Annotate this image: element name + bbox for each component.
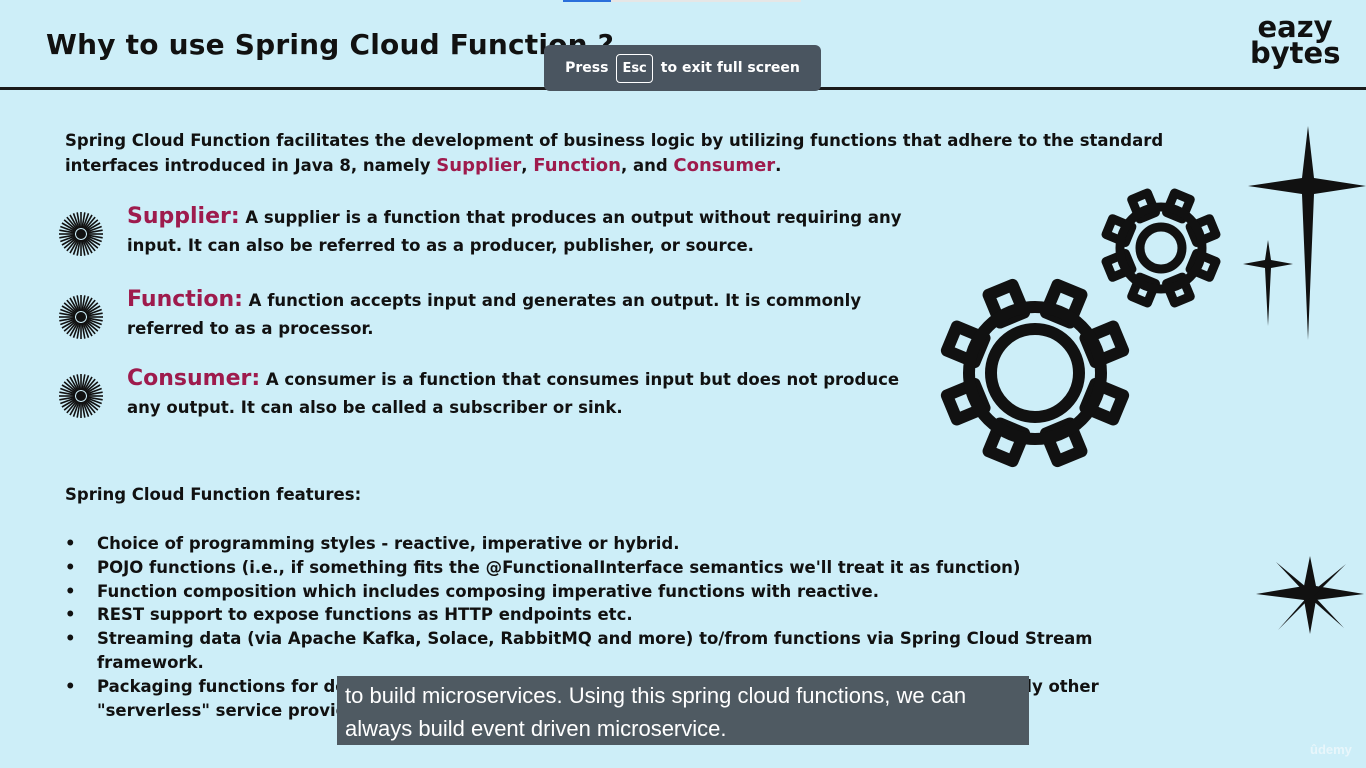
- consumer-text: Consumer: A consumer is a function that …: [127, 365, 937, 422]
- function-term: Function:: [127, 287, 243, 312]
- caption-line-1: to build microservices. Using this sprin…: [345, 683, 967, 708]
- features-heading: Spring Cloud Function features:: [65, 485, 362, 504]
- intro-function: Function: [533, 155, 621, 176]
- consumer-desc: A consumer is a function that consumes i…: [127, 370, 900, 417]
- video-caption: to build microservices. Using this sprin…: [337, 676, 1029, 745]
- bullet-icon: •: [65, 676, 76, 696]
- brand-line-1: eazy: [1257, 10, 1333, 44]
- bullet-icon: •: [65, 557, 76, 577]
- feature-text: Function composition which includes comp…: [97, 581, 879, 601]
- fullscreen-exit-toast: Press Esc to exit full screen: [544, 45, 821, 91]
- intro-text: Spring Cloud Function facilitates the de…: [65, 131, 1164, 175]
- function-text: Function: A function accepts input and g…: [127, 286, 937, 343]
- sparkle-icon: [1248, 126, 1366, 340]
- udemy-watermark: ûdemy: [1310, 742, 1352, 757]
- feature-text: REST support to expose functions as HTTP…: [97, 605, 633, 625]
- list-item: • Function composition which includes com…: [65, 580, 1165, 604]
- intro-suffix: .: [775, 156, 782, 175]
- sparkle-icon: [1256, 556, 1364, 634]
- supplier-desc: A supplier is a function that produces a…: [127, 208, 902, 255]
- toast-message: to exit full screen: [660, 60, 800, 76]
- supplier-term: Supplier:: [127, 204, 240, 229]
- brand-logo: eazy bytes: [1250, 10, 1341, 70]
- gear-icon: [940, 278, 1130, 468]
- consumer-term: Consumer:: [127, 366, 261, 391]
- starburst-icon: [59, 212, 103, 256]
- intro-consumer: Consumer: [673, 155, 776, 176]
- feature-text: Choice of programming styles - reactive,…: [97, 534, 680, 553]
- slide-title: Why to use Spring Cloud Function ?: [46, 28, 615, 61]
- bullet-icon: •: [65, 581, 76, 601]
- gear-icon: [1101, 188, 1221, 308]
- top-progress-bar: [563, 0, 611, 2]
- list-item: • REST support to expose functions as HTT…: [65, 603, 1165, 627]
- top-progress-track: [611, 0, 801, 2]
- feature-text: Streaming data (via Apache Kafka, Solace…: [97, 629, 1093, 672]
- feature-text: POJO functions (i.e., if something fits …: [97, 557, 1021, 577]
- intro-sep-1: ,: [521, 156, 534, 175]
- toast-press-text: Press: [565, 60, 609, 76]
- starburst-icon: [59, 295, 103, 339]
- supplier-text: Supplier: A supplier is a function that …: [127, 203, 937, 260]
- list-item: • POJO functions (i.e., if something fits…: [65, 556, 1165, 580]
- bullet-icon: •: [65, 605, 76, 625]
- intro-paragraph: Spring Cloud Function facilitates the de…: [65, 128, 1205, 178]
- function-desc: A function accepts input and generates a…: [127, 291, 862, 338]
- intro-sep-2: , and: [620, 156, 674, 175]
- intro-supplier: Supplier: [436, 155, 522, 176]
- sparkle-icon: [1243, 240, 1293, 326]
- esc-key-hint: Esc: [616, 53, 653, 83]
- bullet-icon: •: [65, 629, 76, 649]
- starburst-icon: [59, 374, 103, 418]
- list-item: • Choice of programming styles - reactive…: [65, 532, 1165, 556]
- bullet-icon: •: [65, 534, 76, 553]
- brand-line-2: bytes: [1250, 36, 1341, 70]
- caption-line-2: always build event driven microservice.: [345, 716, 727, 741]
- list-item: • Streaming data (via Apache Kafka, Solac…: [65, 627, 1165, 675]
